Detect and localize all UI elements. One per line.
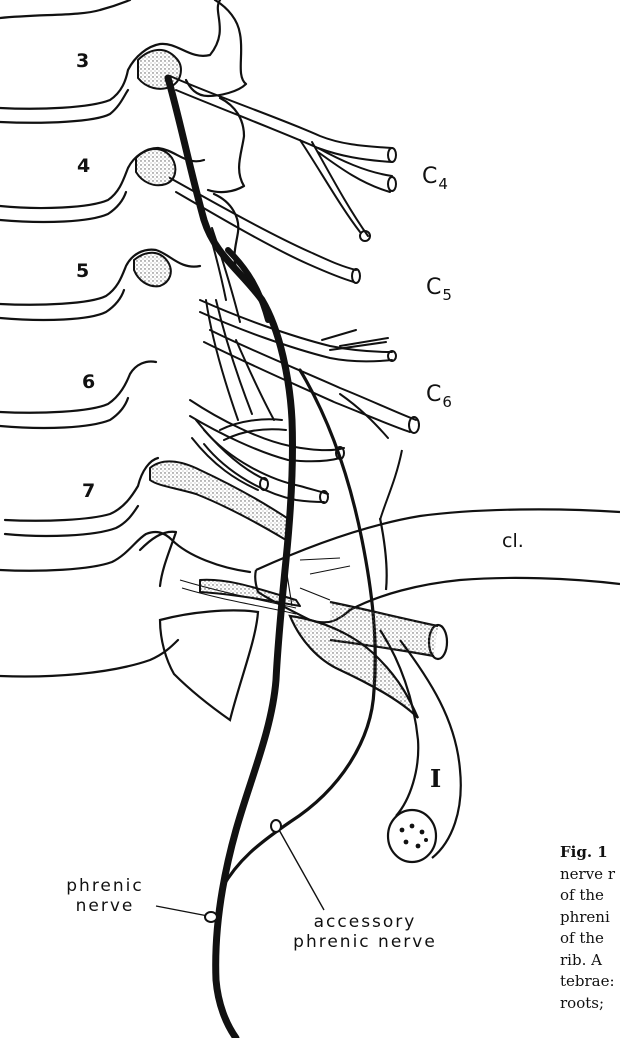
vertebra-4-body bbox=[0, 146, 206, 210]
caption-fig: Fig. 1 bbox=[560, 843, 608, 861]
accessory-marker bbox=[270, 819, 282, 833]
root-label-c6: C6 bbox=[426, 382, 453, 411]
vertebra-label-4: 4 bbox=[77, 155, 91, 177]
root-label-c5: C5 bbox=[426, 275, 453, 304]
vertebra-3-lower bbox=[184, 0, 248, 98]
label-pointers bbox=[155, 827, 325, 917]
figure-caption: Fig. 1 nerve r of the phreni of the rib.… bbox=[560, 843, 615, 1012]
phrenic-nerve-label: phrenic nerve bbox=[66, 876, 144, 916]
vertebra-6-body bbox=[0, 360, 158, 414]
clavicle bbox=[254, 508, 620, 624]
rib-cross-section-dots bbox=[399, 823, 428, 849]
vertebra-label-7: 7 bbox=[82, 480, 96, 502]
clavicle-label: cl. bbox=[502, 530, 524, 552]
transverse-processes bbox=[133, 49, 301, 607]
scalene-muscle bbox=[158, 579, 420, 722]
vertebra-label-3: 3 bbox=[76, 50, 90, 72]
phrenic-marker bbox=[204, 911, 218, 923]
accessory-phrenic-nerve-label: accessory phrenic nerve bbox=[293, 912, 437, 952]
vertebra-label-6: 6 bbox=[82, 371, 96, 393]
vertebra-5-body bbox=[0, 248, 202, 306]
vertebra-2-outline bbox=[0, 0, 132, 20]
vertebra-7-body bbox=[3, 456, 160, 522]
vertebra-5-upper bbox=[212, 192, 242, 276]
t1-vertebra bbox=[138, 530, 178, 588]
phrenic-nerve bbox=[164, 74, 297, 1038]
first-rib bbox=[379, 629, 462, 864]
vertebra-3-body bbox=[0, 0, 222, 110]
nerve-roots bbox=[169, 75, 420, 504]
root-label-c4: C4 bbox=[422, 164, 449, 193]
spine-outlines bbox=[0, 0, 252, 678]
vertebra-label-5: 5 bbox=[76, 260, 90, 282]
rib-label: I bbox=[430, 764, 442, 793]
vertebra-4-upper bbox=[206, 96, 246, 194]
